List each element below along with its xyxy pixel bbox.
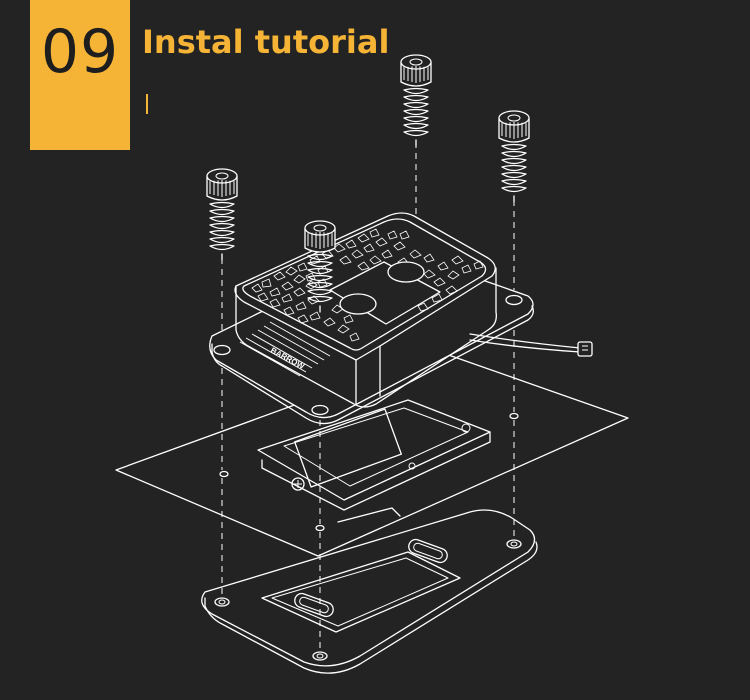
page-title: Instal tutorial bbox=[142, 23, 390, 61]
cpu-block-icon: BARROW bbox=[209, 212, 593, 425]
screw-set bbox=[206, 54, 530, 313]
screw-icon bbox=[498, 110, 530, 143]
socket-icon bbox=[257, 399, 491, 523]
screw-assembly bbox=[206, 168, 238, 261]
spring-icon bbox=[209, 201, 235, 251]
screw-assembly bbox=[304, 220, 336, 313]
backplate-icon bbox=[201, 509, 538, 674]
screw-icon bbox=[304, 220, 336, 253]
screw-assembly bbox=[400, 54, 432, 147]
step-number: 09 bbox=[40, 17, 120, 87]
spring-icon bbox=[403, 87, 429, 137]
step-badge: 09 bbox=[30, 0, 130, 150]
screw-icon bbox=[206, 168, 238, 201]
spring-icon bbox=[307, 253, 333, 303]
title-divider bbox=[146, 94, 148, 114]
rgb-cable-icon bbox=[469, 333, 593, 357]
screw-icon bbox=[400, 54, 432, 87]
standoff-icon bbox=[214, 539, 522, 661]
screw-assembly bbox=[498, 110, 530, 203]
motherboard-icon bbox=[115, 351, 629, 557]
spring-icon bbox=[501, 143, 527, 193]
